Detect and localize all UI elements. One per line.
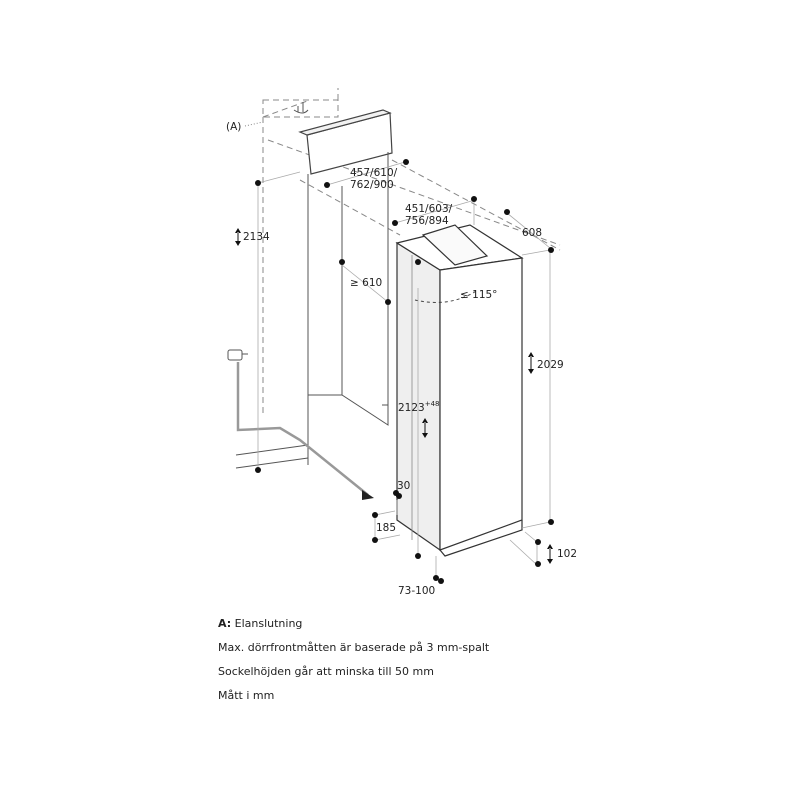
label-door-angle: ≤ 115° (460, 289, 497, 301)
note-door-gap: Max. dörrfrontmåtten är baserade på 3 mm… (218, 641, 490, 654)
label-gap-30: 30 (397, 480, 410, 492)
fridge (395, 224, 524, 557)
door-swing-arc (414, 289, 479, 303)
label-appliance-width-2: 756/894 (405, 215, 449, 227)
label-door-width-1: 457/610/ (350, 167, 398, 179)
notes: A: Elanslutning Max. dörrfrontmåtten är … (218, 612, 489, 708)
hinge-plate (421, 224, 489, 266)
double-arrow-icons (235, 228, 553, 564)
label-door-width-2: 762/900 (350, 179, 394, 191)
label-a-marker: (A) (226, 121, 241, 133)
label-niche-min-height: 2123+48 (398, 400, 440, 414)
label-feet-102: 102 (557, 548, 577, 560)
note-a-key: A: (218, 617, 232, 630)
dimension-points (255, 159, 554, 584)
label-plinth-depth: 73-100 (398, 585, 435, 597)
fridge-door (439, 257, 523, 551)
note-a: A: Elanslutning (218, 612, 489, 636)
cabinet-top-panel (298, 109, 393, 175)
a-leader (244, 121, 264, 127)
note-a-text: Elanslutning (234, 617, 303, 630)
label-appliance-width-1: 451/603/ (405, 203, 453, 215)
label-plinth-185: 185 (376, 522, 396, 534)
water-pipe (236, 362, 369, 496)
socket-box (262, 99, 339, 118)
label-appliance-height: 2029 (537, 359, 564, 371)
note-units: Mått i mm (218, 689, 275, 702)
fridge-side (396, 241, 441, 552)
socket-icon (293, 102, 309, 114)
water-tap-icon (227, 349, 248, 361)
label-min-niche-depth: ≥ 610 (350, 277, 382, 289)
label-niche-height: 2134 (243, 231, 270, 243)
note-plinth: Sockelhöjden går att minska till 50 mm (218, 665, 434, 678)
label-depth: 608 (522, 227, 542, 239)
cabinet-walls (235, 152, 389, 469)
dimension-lines (257, 161, 551, 578)
arrow-icon (362, 490, 374, 500)
